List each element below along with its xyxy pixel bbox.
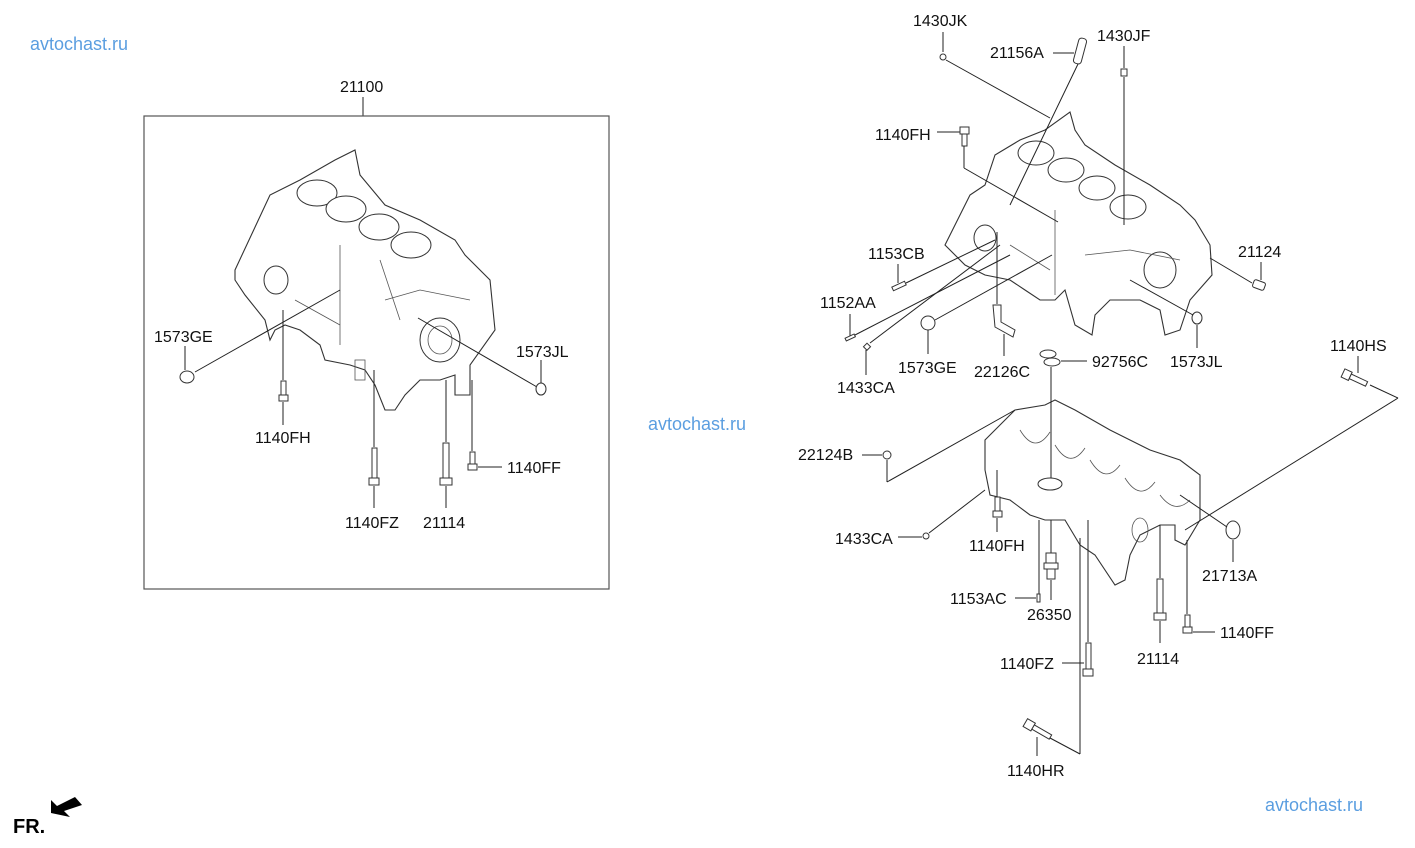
oring-icon (1039, 349, 1057, 359)
bolt-icon (959, 126, 970, 147)
label-22126C[interactable]: 22126C (974, 364, 1030, 381)
bolt-icon (1082, 642, 1094, 677)
arrow-down-left-icon (51, 797, 82, 817)
label-21713A[interactable]: 21713A (1202, 568, 1257, 585)
leader-line (1369, 384, 1399, 399)
watermark-bottom-right: avtochast.ru (1265, 795, 1363, 815)
bolt-icon (439, 442, 453, 486)
seal-icon (1225, 520, 1241, 540)
lower-block (984, 399, 1201, 586)
seal-icon (179, 370, 195, 384)
seal-icon (1191, 311, 1203, 325)
label-21124[interactable]: 21124 (1238, 244, 1281, 261)
bolt-icon (368, 447, 380, 486)
label-1153CB[interactable]: 1153CB (868, 246, 925, 263)
bolt-icon (992, 496, 1003, 518)
leader-line (934, 254, 1053, 321)
label-1153AC[interactable]: 1153AC (950, 591, 1007, 608)
leader-line (194, 289, 341, 373)
label-1573JL[interactable]: 1573JL (516, 344, 569, 361)
plug-icon (1036, 593, 1041, 603)
leader-line (963, 167, 1059, 223)
label-1573JL-exploded[interactable]: 1573JL (1170, 354, 1223, 371)
bolt-icon (1340, 368, 1369, 387)
plug-icon (939, 53, 947, 61)
dowel-icon (882, 450, 892, 460)
assembly-frame (143, 115, 610, 590)
label-1433CA-top[interactable]: 1433CA (837, 380, 895, 397)
label-1430JK[interactable]: 1430JK (913, 13, 968, 30)
label-1140FF[interactable]: 1140FF (507, 460, 561, 477)
bolt-icon (278, 380, 289, 402)
plug-icon (1120, 68, 1128, 77)
leader-line (1009, 63, 1079, 206)
label-1152AA[interactable]: 1152AA (820, 295, 876, 312)
label-1433CA-bottom[interactable]: 1433CA (835, 531, 893, 548)
engine-block-assembled (234, 149, 496, 411)
watermark-center: avtochast.ru (648, 414, 746, 434)
bolt-icon (1153, 578, 1167, 621)
bolt-icon (467, 451, 478, 471)
oring-icon (1043, 357, 1061, 367)
pin-icon (1072, 37, 1088, 65)
leader-line (945, 59, 1051, 119)
sensor-icon (1043, 552, 1059, 580)
direction-label: FR. (13, 816, 45, 838)
leader-line (1129, 279, 1194, 316)
dowel-icon (1252, 279, 1266, 291)
assembly-group: 21100 1573GE 1573JL (143, 79, 610, 590)
label-1573GE[interactable]: 1573GE (154, 329, 213, 346)
label-1140FZ[interactable]: 1140FZ (345, 515, 399, 532)
label-1430JF[interactable]: 1430JF (1097, 28, 1151, 45)
leader-line (417, 317, 538, 388)
leader-line (1209, 257, 1253, 284)
label-21114-exploded[interactable]: 21114 (1137, 651, 1179, 668)
label-1140HS[interactable]: 1140HS (1330, 338, 1387, 355)
seal-icon (535, 382, 547, 396)
label-22124B[interactable]: 22124B (798, 447, 853, 464)
plug-icon (922, 532, 930, 540)
leader-line (854, 254, 1011, 336)
pipe-icon (992, 304, 1016, 338)
plug-icon (862, 342, 872, 351)
bolt-icon (1182, 614, 1193, 634)
label-21156A[interactable]: 21156A (990, 45, 1044, 62)
direction-indicator: FR. (13, 797, 82, 838)
leader-line (1049, 737, 1081, 755)
bolt-icon (1022, 717, 1053, 740)
leader-line (905, 239, 996, 284)
label-1140HR[interactable]: 1140HR (1007, 763, 1065, 780)
leader-line (1184, 397, 1399, 531)
leader-line (1179, 494, 1228, 528)
label-21114[interactable]: 21114 (423, 515, 465, 532)
label-1573GE-exploded[interactable]: 1573GE (898, 360, 957, 377)
label-1140FH-top[interactable]: 1140FH (875, 127, 931, 144)
seal-icon (920, 315, 936, 331)
watermark-top-left: avtochast.ru (30, 34, 128, 54)
label-1140FH[interactable]: 1140FH (255, 430, 311, 447)
label-1140FH-bottom[interactable]: 1140FH (969, 538, 1025, 555)
exploded-group: 1430JK 21156A 1430JF 1140FH 21124 1153CB (798, 13, 1399, 780)
label-92756C[interactable]: 92756C (1092, 354, 1148, 371)
plug-icon (891, 280, 907, 292)
label-26350[interactable]: 26350 (1027, 607, 1072, 624)
plug-icon (844, 333, 857, 342)
label-1140FF-exploded[interactable]: 1140FF (1220, 625, 1274, 642)
leader-line (886, 409, 1016, 483)
leader-line (928, 489, 986, 534)
upper-block (944, 111, 1213, 336)
label-1140FZ-exploded[interactable]: 1140FZ (1000, 656, 1054, 673)
leader-line (869, 244, 1001, 344)
assembly-part-number[interactable]: 21100 (340, 79, 383, 96)
